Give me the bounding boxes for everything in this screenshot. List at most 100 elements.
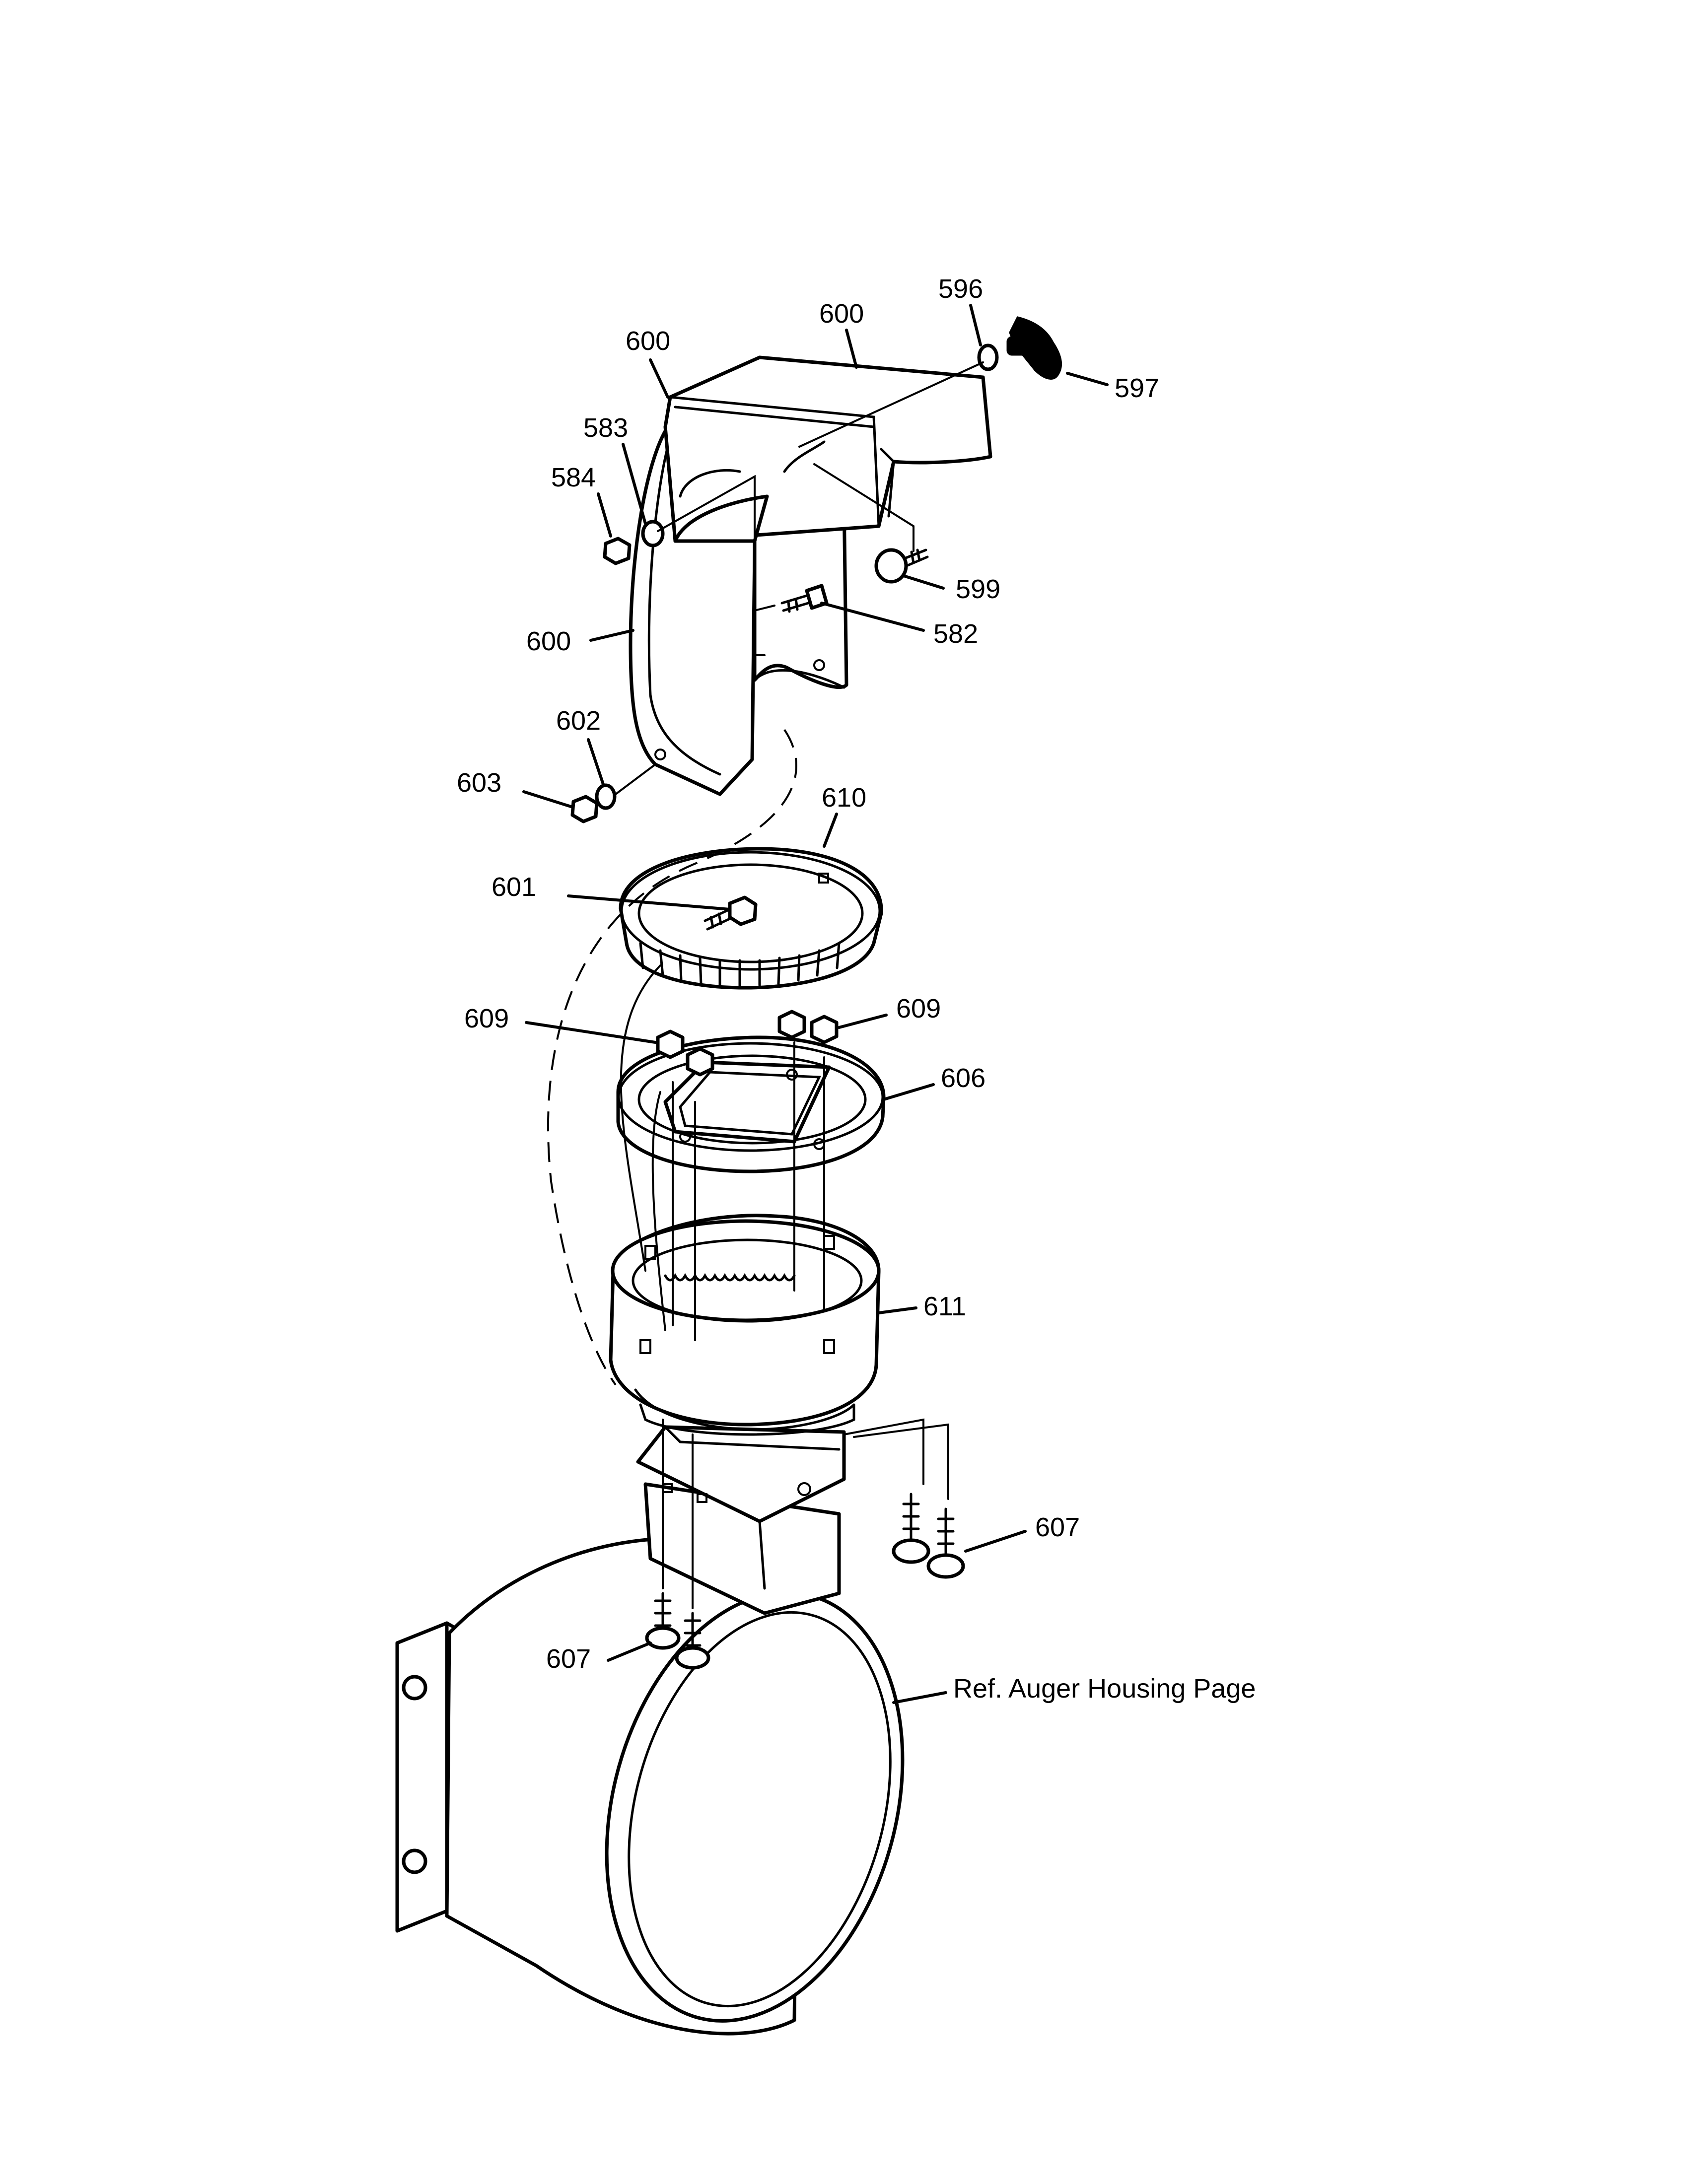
ring-611-slot-1 <box>644 1245 656 1260</box>
ring-610-inner <box>637 863 864 963</box>
label-609-left: 609 <box>464 1004 509 1033</box>
label-601: 601 <box>492 872 536 902</box>
bolt-601-head <box>728 895 758 926</box>
label-609-right: 609 <box>896 994 941 1024</box>
ring-611-inner <box>632 1238 863 1323</box>
deflector-chute <box>629 355 992 796</box>
leader-609-right <box>838 1014 888 1029</box>
bolt-599-thread <box>903 548 929 567</box>
dashed-chute-path <box>547 729 797 1386</box>
label-583: 583 <box>583 413 628 443</box>
ring-610-top <box>620 851 881 971</box>
chute-back-curve <box>753 669 845 689</box>
screw-607-l1-thread <box>654 1592 672 1635</box>
label-607-left: 607 <box>546 1644 591 1674</box>
align-line-607-right <box>843 1418 949 1500</box>
label-611: 611 <box>923 1292 966 1321</box>
nut-603 <box>570 795 599 823</box>
adapter-flange-fold <box>664 1426 841 1590</box>
label-599: 599 <box>956 574 1000 604</box>
alignment-lines <box>547 361 984 1609</box>
ring-606-hole-3 <box>786 1069 798 1081</box>
washer-583 <box>641 520 665 547</box>
flange-ring-606 <box>616 1035 886 1173</box>
adapter-hole <box>797 1482 811 1496</box>
leader-597 <box>1066 372 1109 386</box>
leader-611 <box>877 1306 917 1314</box>
ring-606-top <box>617 1042 884 1152</box>
label-600-mid: 600 <box>526 626 571 656</box>
align-line-599 <box>813 463 914 552</box>
nut-609-right-1 <box>777 1010 806 1039</box>
nut-609-left-1 <box>656 1029 685 1059</box>
chute-body-rim <box>647 445 721 776</box>
label-600-top-right: 600 <box>819 299 864 329</box>
washer-596 <box>977 343 999 371</box>
ring-610-ribs <box>639 942 841 988</box>
nut-609-left-2 <box>686 1047 714 1077</box>
label-600-top-left: 600 <box>626 326 670 356</box>
leader-607-left <box>607 1641 652 1662</box>
leader-606 <box>882 1083 935 1101</box>
mounting-hole-upper <box>402 1675 427 1701</box>
chute-adapter <box>636 1425 846 1615</box>
leader-599 <box>902 574 945 590</box>
ring-606-inner <box>637 1054 867 1145</box>
leader-583 <box>622 443 647 525</box>
leader-582 <box>820 602 925 632</box>
screw-607-r2-thread <box>937 1507 955 1560</box>
align-line-ring-right <box>793 1041 825 1311</box>
deflector-slot <box>783 440 826 473</box>
deflector-top-edge <box>669 396 880 528</box>
align-line-602 <box>615 763 656 795</box>
label-582: 582 <box>933 619 978 649</box>
screw-607-r1-thread <box>902 1493 920 1545</box>
bolt-599-head <box>874 548 908 584</box>
ring-610-slot <box>818 873 829 884</box>
label-596: 596 <box>938 274 983 304</box>
rotation-ring-611 <box>609 1214 881 1436</box>
leader-607-right <box>964 1530 1027 1553</box>
nut-584 <box>603 537 632 565</box>
label-597: 597 <box>1115 373 1159 403</box>
leader-602 <box>587 738 605 786</box>
knob-597 <box>1006 316 1062 380</box>
label-606: 606 <box>941 1063 985 1093</box>
ring-606-plate-opening <box>679 1071 821 1136</box>
bolt-601 <box>703 895 758 931</box>
leader-610 <box>823 813 838 848</box>
bolt-599 <box>874 548 929 584</box>
screw-607-l1-head <box>645 1626 681 1650</box>
leader-600-top-right <box>845 329 858 369</box>
nut-609-right-2 <box>810 1015 839 1044</box>
mounting-plate <box>395 1621 449 1933</box>
bolt-601-thread <box>703 908 732 931</box>
screw-607-l2-head <box>675 1646 710 1670</box>
leader-596 <box>969 304 982 346</box>
label-602: 602 <box>556 706 601 736</box>
callout-labels: 596 600 600 597 583 584 599 582 600 602 … <box>457 274 1256 1704</box>
auger-drum-rim-inner <box>628 1611 892 2008</box>
align-line-596 <box>798 361 984 448</box>
label-610: 610 <box>822 783 866 813</box>
washer-602 <box>595 783 617 810</box>
adapter-slot-right <box>697 1493 707 1503</box>
knob-597-stem <box>1006 336 1029 356</box>
adapter-flange <box>636 1425 846 1523</box>
deflector-inner-curve <box>679 469 741 498</box>
align-line-cable <box>620 964 666 1331</box>
leader-601 <box>567 894 731 911</box>
leader-609-left <box>525 1021 657 1044</box>
screws-607-right <box>892 1493 965 1579</box>
leader-600-top-left <box>649 358 669 399</box>
align-line-583 <box>657 475 766 656</box>
ring-611-slot-3 <box>823 1339 835 1354</box>
screws-607-left <box>645 1592 710 1670</box>
screw-607-l2-thread <box>684 1612 702 1654</box>
leader-600-mid <box>589 629 634 642</box>
mounting-hole-lower <box>402 1848 427 1874</box>
bolt-582-thread <box>780 594 810 613</box>
ring-611-slot-4 <box>639 1339 651 1354</box>
adapter-neck <box>643 1482 841 1615</box>
